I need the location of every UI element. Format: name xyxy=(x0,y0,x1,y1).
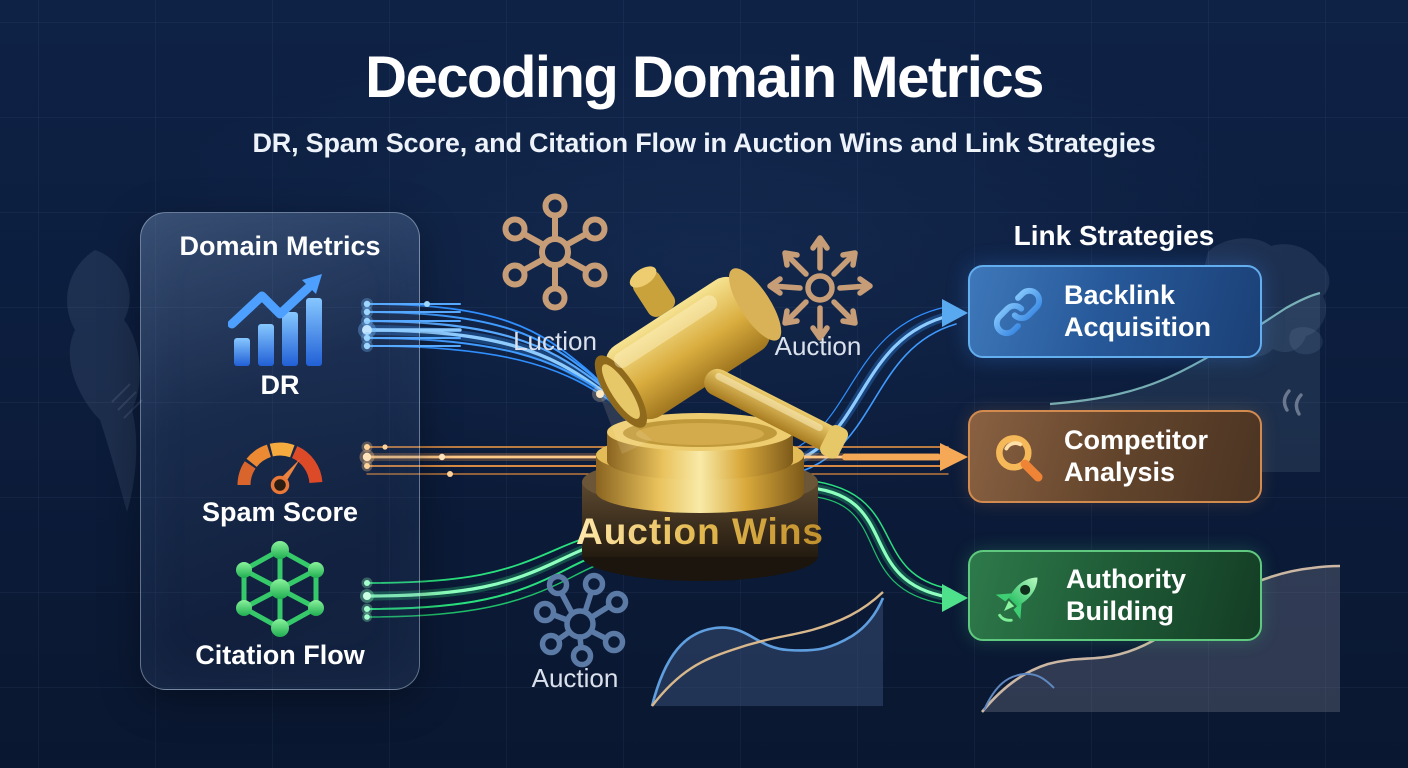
page-title: Decoding Domain Metrics xyxy=(365,45,1044,110)
spam-gauge-icon xyxy=(237,442,323,495)
magnifier-icon xyxy=(996,434,1043,482)
podium: Auction Wins xyxy=(576,413,824,581)
network-label-luction: Luction xyxy=(513,326,597,356)
domain-metrics-panel: Domain Metrics DR xyxy=(140,212,420,690)
panel-heading: Domain Metrics xyxy=(179,231,381,261)
card-label-backlink: Backlink Acquisition xyxy=(1064,280,1211,342)
metric-label-dr: DR xyxy=(260,370,300,400)
card-competitor-analysis: Competitor Analysis xyxy=(968,410,1262,503)
citation-network-icon xyxy=(236,541,324,637)
card-label-authority: Authority Building xyxy=(1066,564,1186,626)
gavel-icon xyxy=(594,266,849,459)
radiating-arrows-icon-right xyxy=(767,235,873,341)
rocket-icon xyxy=(995,577,1038,622)
hub-network-icon-bottom xyxy=(533,572,629,668)
metric-label-spam-score: Spam Score xyxy=(201,497,359,527)
chain-link-icon xyxy=(993,287,1043,336)
page-subtitle: DR, Spam Score, and Citation Flow in Auc… xyxy=(252,128,1156,158)
network-label-auction-top: Auction xyxy=(774,331,862,361)
card-backlink-acquisition: Backlink Acquisition xyxy=(968,265,1262,358)
podium-label: Auction Wins xyxy=(576,511,824,552)
metric-spam-score: Spam Score xyxy=(141,415,419,528)
metric-label-citation-flow: Citation Flow xyxy=(195,640,365,670)
card-authority-building: Authority Building xyxy=(968,550,1262,641)
network-label-auction-bottom: Auction xyxy=(531,663,619,693)
metric-citation-flow: Citation Flow xyxy=(141,540,419,671)
metric-dr: DR xyxy=(141,268,419,401)
quote-mark xyxy=(1282,389,1303,416)
dr-bar-chart-icon xyxy=(228,274,322,366)
card-label-competitor: Competitor Analysis xyxy=(1064,425,1208,487)
hub-network-icon-left xyxy=(502,193,608,311)
mini-area-chart-bottom-center xyxy=(650,591,885,707)
link-strategies-heading: Link Strategies xyxy=(1013,220,1215,251)
